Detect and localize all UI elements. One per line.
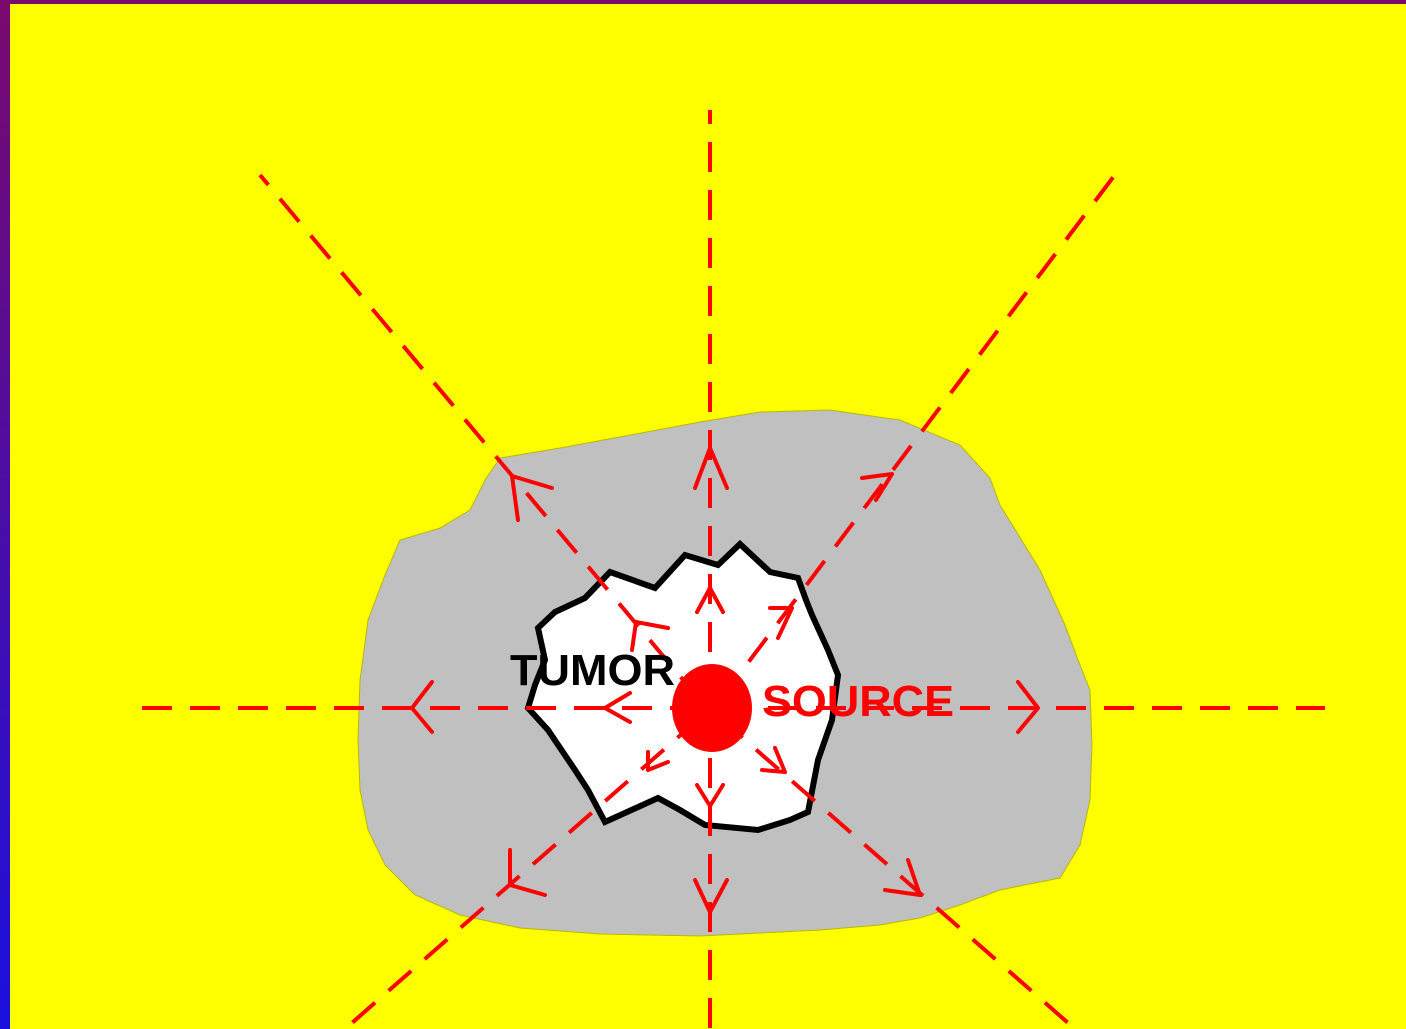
radiation-source bbox=[672, 664, 752, 752]
left-border bbox=[0, 0, 10, 1029]
source-label: SOURCE bbox=[762, 677, 954, 726]
tumor-label: TUMOR bbox=[510, 646, 675, 695]
top-border bbox=[0, 0, 1406, 4]
